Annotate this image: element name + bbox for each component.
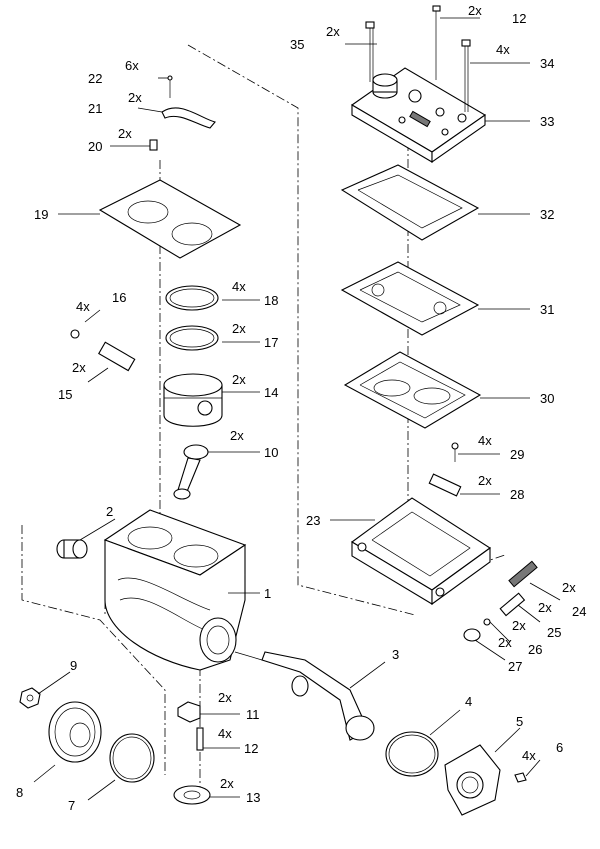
callout-28-qty: 2x	[478, 473, 492, 488]
callout-11-number: 11	[246, 707, 260, 722]
callout-11-qty: 2x	[218, 690, 232, 705]
callout-16-qty: 4x	[76, 299, 90, 314]
callout-35-number: 35	[290, 37, 304, 52]
head-bolts	[365, 5, 471, 112]
callout-12-lower-number: 12	[244, 741, 258, 756]
callout-34-qty: 4x	[496, 42, 510, 57]
crankshaft	[234, 651, 375, 741]
callout-15-qty: 2x	[72, 360, 86, 375]
callout-21-number: 21	[88, 101, 102, 116]
callout-13-number: 13	[246, 790, 260, 805]
callout-13-qty: 2x	[220, 776, 234, 791]
callout-32-number: 32	[540, 207, 554, 222]
callout-10-number: 10	[264, 445, 278, 460]
callout-8-number: 8	[16, 785, 23, 800]
callout-20-qty: 2x	[118, 126, 132, 141]
callout-17-qty: 2x	[232, 321, 246, 336]
gear-assembly	[19, 687, 155, 783]
piston-rings	[165, 285, 219, 351]
callout-29-number: 29	[510, 447, 524, 462]
bearing-bush	[56, 539, 88, 559]
head-small-parts	[428, 442, 462, 497]
callout-25-number: 25	[547, 625, 561, 640]
callout-28-number: 28	[510, 487, 524, 502]
leader-lines	[33, 17, 561, 801]
callout-31-number: 31	[540, 302, 554, 317]
callout-6-number: 6	[556, 740, 563, 755]
callout-12-lower-qty: 4x	[218, 726, 232, 741]
callout-20-number: 20	[88, 139, 102, 154]
callout-2-number: 2	[106, 504, 113, 519]
callout-14-qty: 2x	[232, 372, 246, 387]
callout-22-qty: 6x	[125, 58, 139, 73]
callout-18-number: 18	[264, 293, 278, 308]
callout-18-qty: 4x	[232, 279, 246, 294]
connecting-rod	[173, 444, 209, 500]
callout-25-qty: 2x	[538, 600, 552, 615]
callout-1-number: 1	[264, 586, 271, 601]
callout-30-number: 30	[540, 391, 554, 406]
callout-labels: 1 2 3 4 5 4x 6 7 8 9 2x 10 2x 11 4x 12 2…	[16, 3, 586, 813]
piston-assembly	[70, 329, 223, 427]
callout-12-upper-number: 12	[512, 11, 526, 26]
callout-24-number: 24	[572, 604, 586, 619]
callout-16-number: 16	[112, 290, 126, 305]
callout-10-qty: 2x	[230, 428, 244, 443]
callout-7-number: 7	[68, 798, 75, 813]
callout-27-qty: 2x	[498, 635, 512, 650]
callout-5-number: 5	[516, 714, 523, 729]
callout-35-qty: 2x	[326, 24, 340, 39]
cylinder-head-base	[351, 497, 491, 606]
callout-27-number: 27	[508, 659, 522, 674]
callout-14-number: 14	[264, 385, 278, 400]
callout-3-number: 3	[392, 647, 399, 662]
head-gaskets	[340, 164, 482, 429]
cylinder-head-cover	[350, 67, 487, 164]
callout-26-number: 26	[528, 642, 542, 657]
callout-6-qty: 4x	[522, 748, 536, 763]
callout-12-upper-qty: 2x	[468, 3, 482, 18]
callout-33-number: 33	[540, 114, 554, 129]
callout-19-number: 19	[34, 207, 48, 222]
callout-23-number: 23	[306, 513, 320, 528]
callout-17-number: 17	[264, 335, 278, 350]
crankcase-top-parts	[98, 75, 242, 259]
front-cover-parts	[385, 731, 527, 816]
lower-small-parts	[173, 701, 211, 805]
valve-parts	[463, 560, 538, 642]
crankcase	[103, 509, 247, 671]
callout-15-number: 15	[58, 387, 72, 402]
callout-4-number: 4	[465, 694, 472, 709]
callout-9-number: 9	[70, 658, 77, 673]
callout-24-qty: 2x	[562, 580, 576, 595]
callout-29-qty: 4x	[478, 433, 492, 448]
callout-26-qty: 2x	[512, 618, 526, 633]
callout-34-number: 34	[540, 56, 554, 71]
callout-21-qty: 2x	[128, 90, 142, 105]
callout-22-number: 22	[88, 71, 102, 86]
